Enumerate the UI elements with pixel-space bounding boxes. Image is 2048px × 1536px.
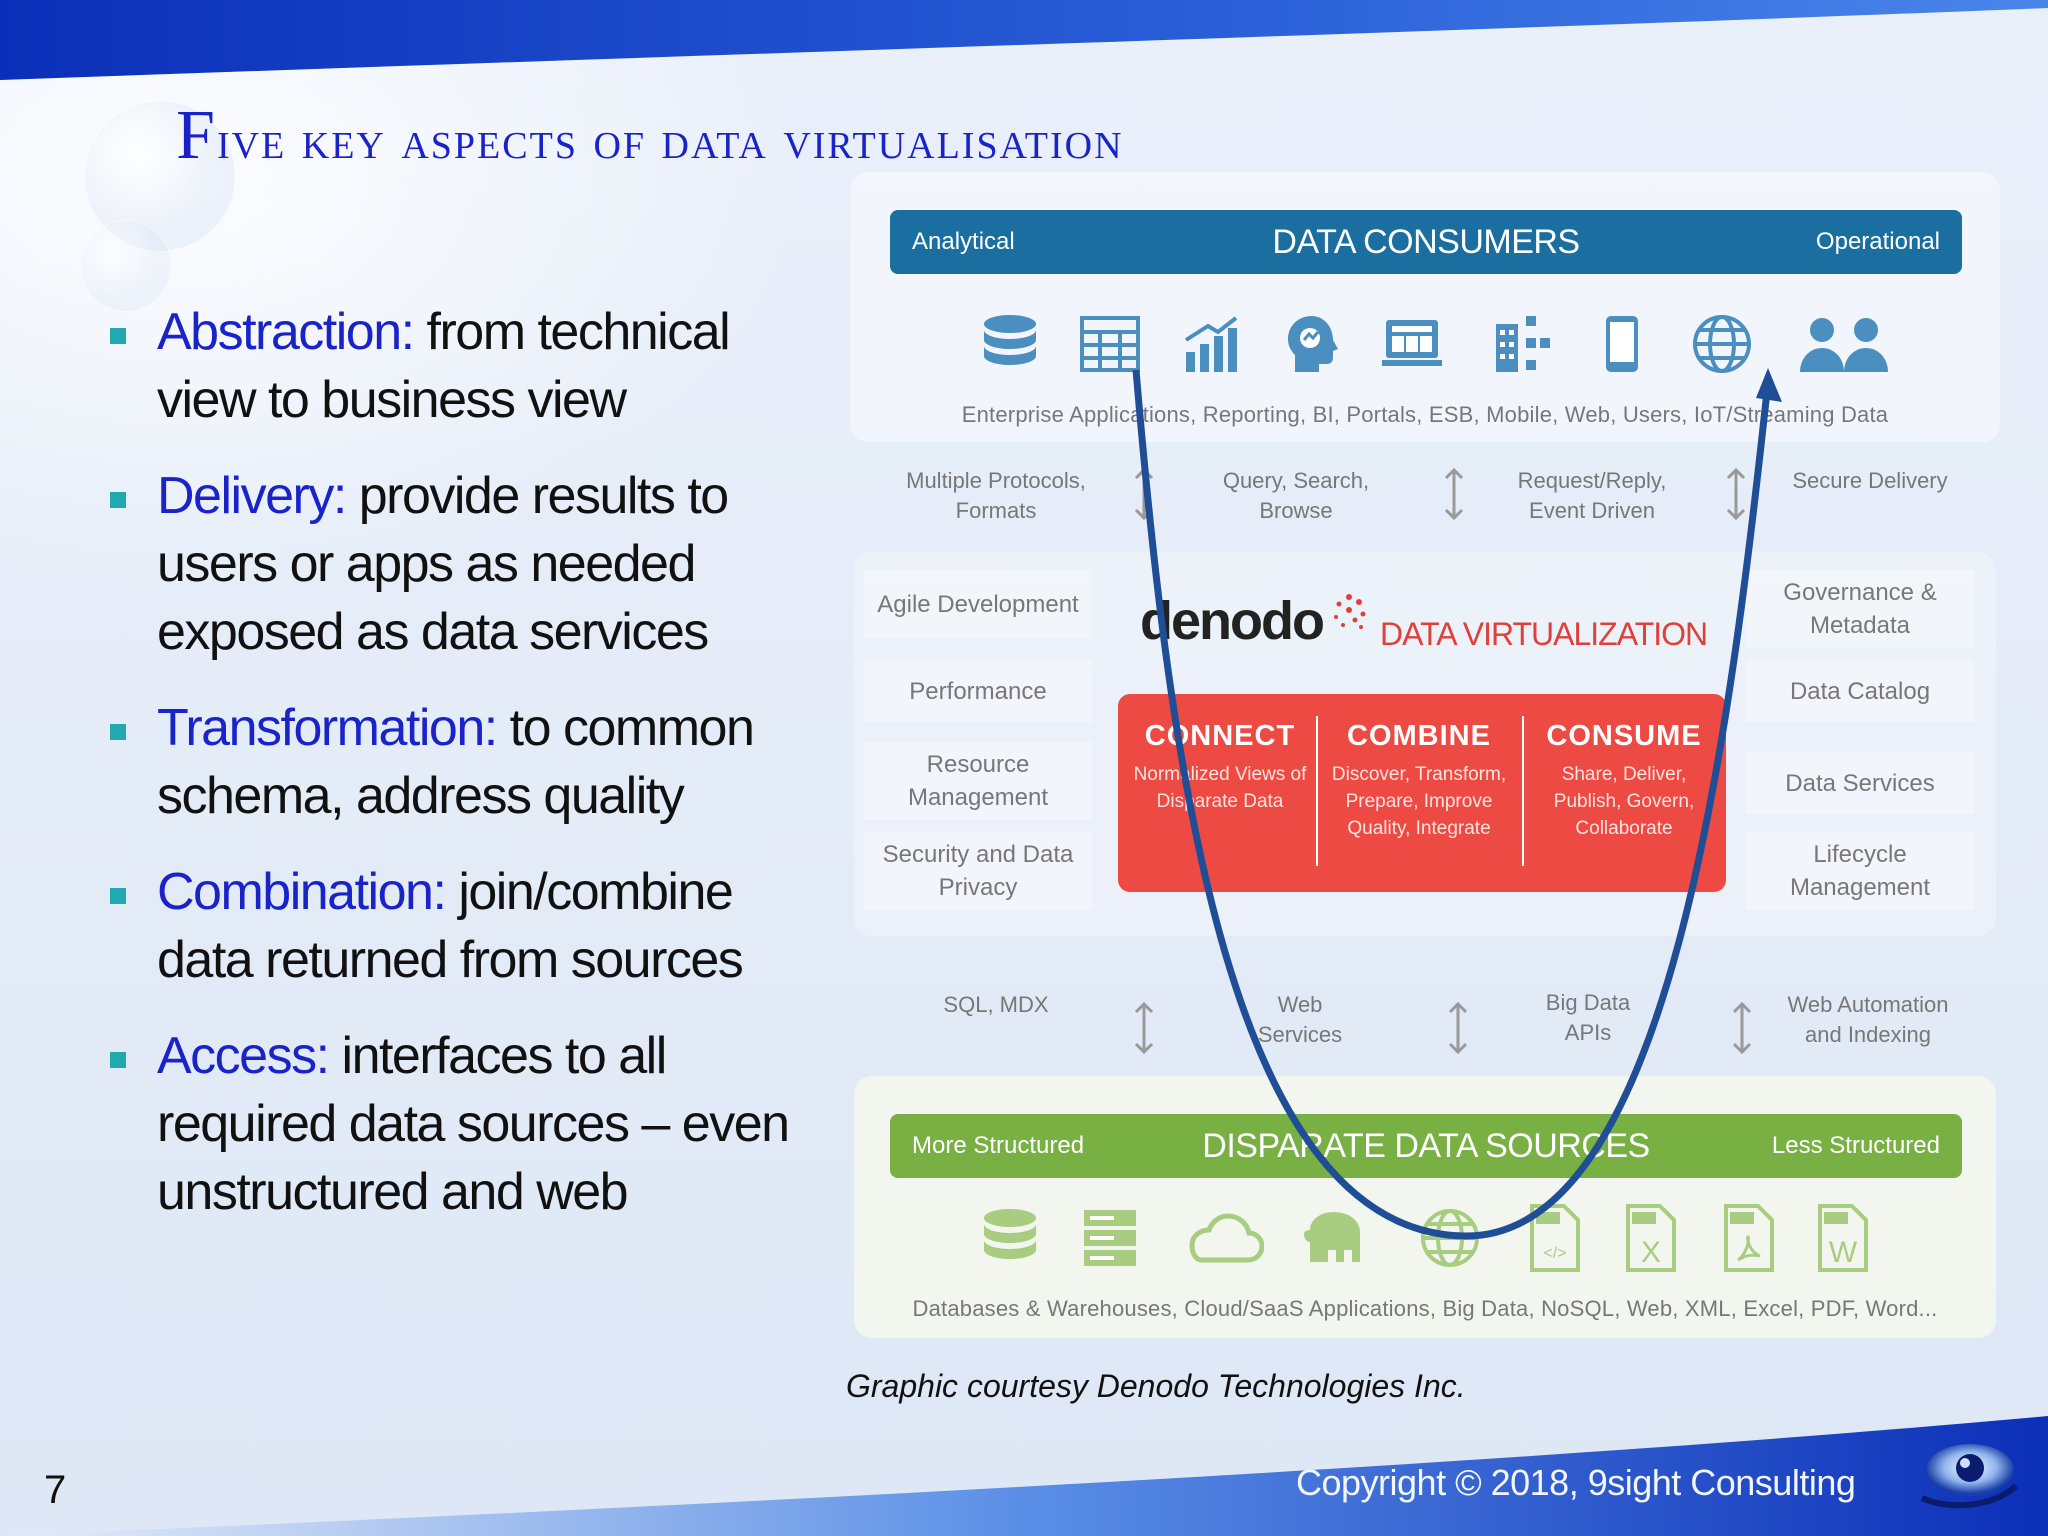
side-item: Data Services — [1746, 752, 1974, 814]
combine-column: COMBINE Discover, Transform, Prepare, Im… — [1320, 720, 1518, 842]
bullet-text: provide results to users or apps as need… — [157, 467, 729, 661]
protocol-label: Web Services — [1257, 992, 1343, 1047]
sources-caption: Databases & Warehouses, Cloud/SaaS Appli… — [912, 1296, 1938, 1321]
mobile-icon — [1606, 316, 1638, 372]
more-structured-label: More Structured — [912, 1132, 1085, 1159]
operational-label: Operational — [1815, 228, 1940, 255]
column-detail: Discover, Transform, Prepare, Improve Qu… — [1331, 764, 1507, 839]
side-item: Resource Management — [864, 742, 1092, 820]
page-title: Five key aspects of data virtualisation — [176, 96, 1476, 176]
bullet-term: Abstraction: — [157, 303, 415, 361]
column-heading: CONSUME — [1546, 720, 1702, 752]
side-item: Lifecycle Management — [1746, 832, 1974, 910]
data-consumers-label: DATA CONSUMERS — [1272, 222, 1580, 261]
laptop-icon — [1382, 320, 1442, 366]
list-item: Transformation: to common schema, addres… — [100, 694, 840, 830]
list-item: Access: interfaces to all required data … — [100, 1022, 840, 1226]
server-icon — [1084, 1210, 1136, 1266]
up-down-arrow-icon — [1134, 468, 1154, 520]
protocol-label: SQL, MDX — [943, 992, 1049, 1017]
pdf-file-icon — [1724, 1204, 1774, 1272]
bullet-marker — [110, 724, 126, 740]
bullet-list: Abstraction: from technical view to busi… — [100, 298, 840, 1254]
up-down-arrow-icon — [1444, 468, 1464, 520]
bullet-text: interfaces to all required data sources … — [157, 1027, 790, 1221]
consume-column: CONSUME Share, Deliver, Publish, Govern,… — [1528, 720, 1720, 842]
list-item: Combination: join/combine data returned … — [100, 858, 840, 994]
column-detail: Normalized Views of Disparate Data — [1133, 764, 1307, 812]
head-idea-icon — [1288, 316, 1338, 372]
svg-text:W: W — [1829, 1236, 1858, 1269]
bullet-marker — [110, 1052, 126, 1068]
bullet-text: from technical view to business view — [157, 303, 731, 429]
elephant-icon — [1304, 1212, 1360, 1262]
connect-combine-consume-box: CONNECT Normalized Views of Disparate Da… — [1118, 694, 1726, 892]
list-item: Abstraction: from technical view to busi… — [100, 298, 840, 434]
bullet-text: join/combine data returned from sources — [157, 863, 744, 989]
denodo-dots-icon — [1334, 594, 1366, 629]
eye-logo-icon — [1920, 1444, 2019, 1509]
copyright-notice: Copyright © 2018, 9sight Consulting — [1296, 1462, 1856, 1503]
bullet-term: Combination: — [157, 863, 447, 921]
xml-file-icon: </> — [1530, 1204, 1580, 1272]
users-icon — [1800, 318, 1888, 372]
side-item: Security and Data Privacy — [864, 832, 1092, 910]
analytical-label: Analytical — [912, 228, 1015, 255]
connect-column: CONNECT Normalized Views of Disparate Da… — [1124, 720, 1316, 815]
bullet-marker — [110, 888, 126, 904]
database-icon — [984, 1209, 1036, 1259]
data-virtualization-diagram: Analytical DATA CONSUMERS Operational En… — [850, 172, 2000, 1340]
protocol-label: Secure Delivery — [1792, 468, 1948, 493]
data-virtualization-label: DATA VIRTUALIZATION — [1380, 616, 1708, 652]
up-down-arrow-icon — [1726, 468, 1746, 520]
side-item: Performance — [864, 660, 1092, 722]
up-down-arrow-icon — [1448, 1002, 1468, 1054]
bullet-term: Transformation: — [157, 699, 498, 757]
bottom-band — [0, 1416, 2048, 1536]
bullet-term: Delivery: — [157, 467, 347, 525]
graphic-credit: Graphic courtesy Denodo Technologies Inc… — [846, 1368, 1466, 1404]
bullet-term: Access: — [157, 1027, 330, 1085]
column-divider — [1316, 716, 1318, 866]
svg-text:</>: </> — [1543, 1245, 1566, 1262]
data-sources-bar: More Structured DISPARATE DATA SOURCES L… — [890, 1114, 1962, 1178]
column-heading: COMBINE — [1347, 720, 1491, 752]
slide-number: 7 — [44, 1468, 67, 1512]
less-structured-label: Less Structured — [1771, 1132, 1940, 1159]
up-down-arrow-icon — [1134, 1002, 1154, 1054]
title-initial: F — [176, 97, 217, 174]
bullet-marker — [110, 328, 126, 344]
column-detail: Share, Deliver, Publish, Govern, Collabo… — [1553, 764, 1695, 839]
protocol-label: Web Automation and Indexing — [1787, 992, 1949, 1047]
bar-chart-icon — [1184, 316, 1238, 372]
cloud-icon — [1189, 1213, 1264, 1263]
side-item: Data Catalog — [1746, 660, 1974, 722]
globe-icon — [1421, 1209, 1479, 1267]
excel-file-icon: X — [1626, 1204, 1676, 1272]
table-icon — [1080, 316, 1140, 372]
org-chart-icon — [1496, 316, 1550, 372]
title-rest: ive key aspects of data virtualisation — [216, 110, 1124, 170]
protocol-label: Multiple Protocols, Formats — [906, 468, 1086, 523]
column-heading: CONNECT — [1144, 720, 1296, 752]
globe-icon — [1693, 315, 1751, 373]
data-consumers-bar: Analytical DATA CONSUMERS Operational — [890, 210, 1962, 274]
protocol-label: Query, Search, Browse — [1222, 468, 1370, 523]
protocol-label: Request/Reply, Event Driven — [1517, 468, 1667, 523]
top-band — [0, 0, 2048, 80]
word-file-icon: W — [1818, 1204, 1868, 1272]
side-item: Agile Development — [864, 570, 1092, 638]
protocol-label: Big Data APIs — [1545, 990, 1631, 1045]
bullet-marker — [110, 492, 126, 508]
column-divider — [1522, 716, 1524, 866]
database-icon — [984, 315, 1036, 365]
side-item: Governance & Metadata — [1746, 570, 1974, 648]
up-down-arrow-icon — [1732, 1002, 1752, 1054]
list-item: Delivery: provide results to users or ap… — [100, 462, 840, 666]
bullet-text: to common schema, address quality — [157, 699, 755, 825]
consumers-caption: Enterprise Applications, Reporting, BI, … — [961, 402, 1889, 427]
decorative-bubble — [80, 220, 172, 312]
denodo-logo: denodo — [1140, 591, 1325, 651]
svg-text:X: X — [1641, 1236, 1661, 1269]
